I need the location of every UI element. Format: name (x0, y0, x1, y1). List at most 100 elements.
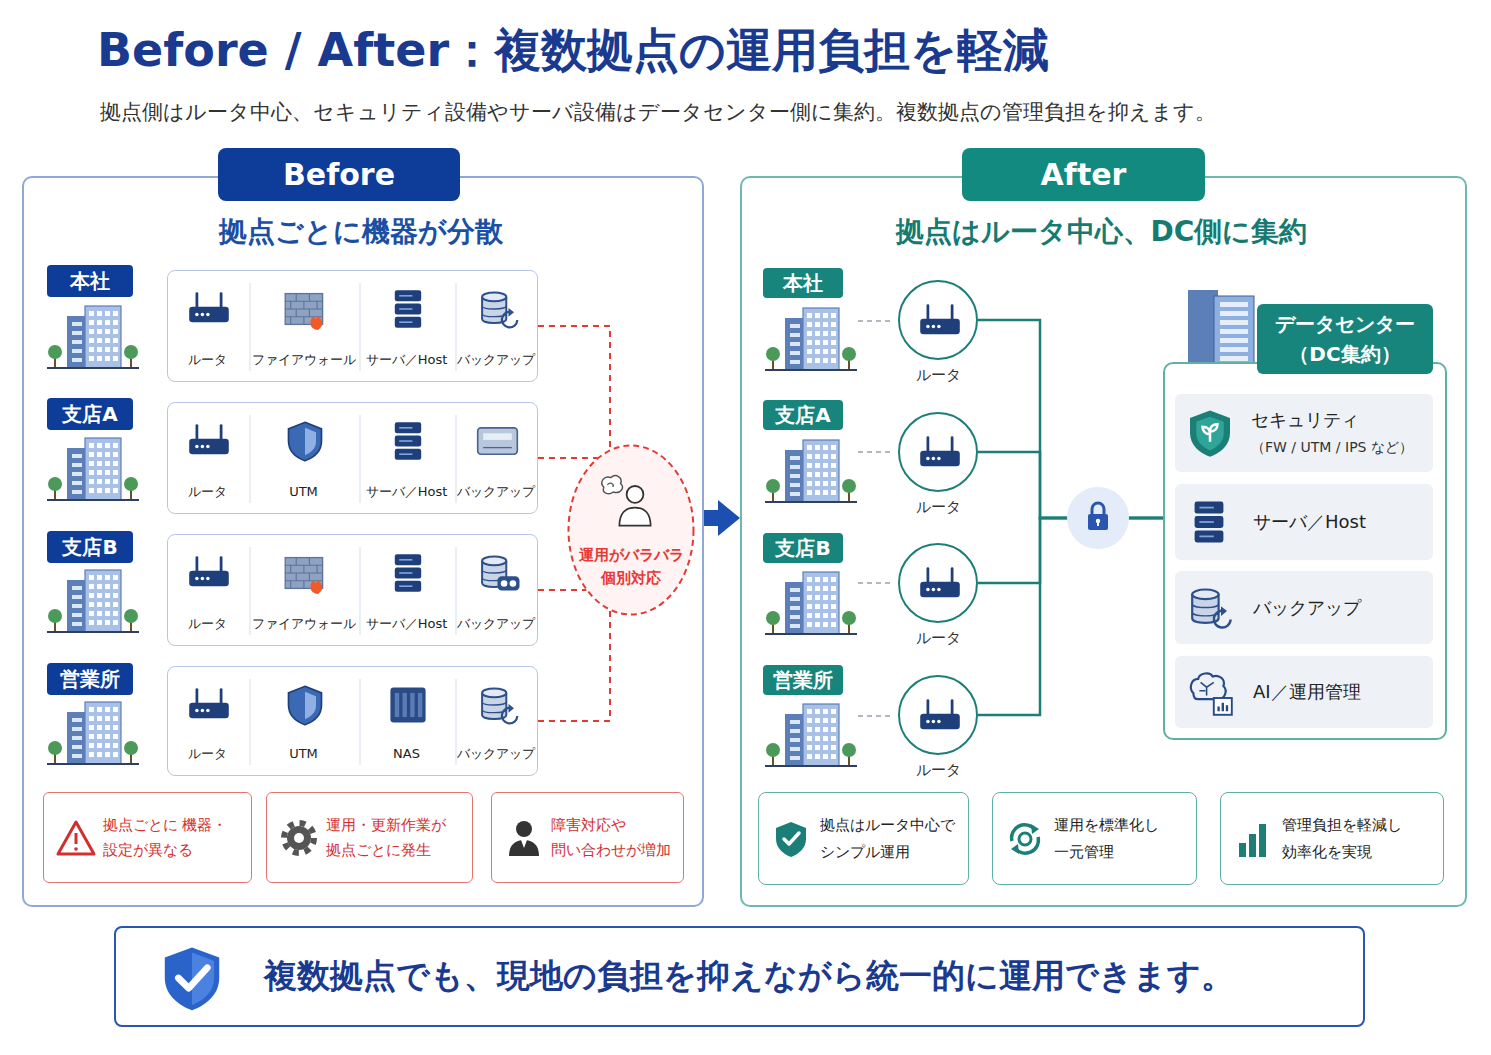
building-icon-part (105, 743, 110, 748)
building-icon-part (790, 474, 800, 478)
router-icon-part (920, 582, 960, 597)
building-icon-part (785, 450, 805, 502)
building-icon-part (47, 631, 139, 633)
bigshield-icon (165, 947, 219, 1010)
building-icon-part (831, 709, 836, 714)
server-icon-part (399, 559, 412, 561)
router-icon-part (201, 313, 205, 317)
building-icon-part (72, 604, 82, 608)
building-icon-part (765, 501, 857, 503)
router-icon-part (932, 457, 936, 461)
building-icon-part (47, 763, 139, 765)
building-icon-part (831, 445, 836, 450)
building-icon-part (113, 752, 118, 757)
building-icon (765, 572, 857, 634)
building-icon-part (815, 736, 820, 741)
building-icon-part (105, 611, 110, 616)
building-icon-part (790, 720, 800, 724)
server-icon-part (1195, 516, 1224, 528)
building-icon-part (807, 622, 812, 627)
building-icon-part (803, 704, 839, 766)
tape-icon (482, 557, 519, 591)
secshield-icon-part (1203, 424, 1218, 442)
router-icon-part (196, 690, 199, 703)
router-icon-part (206, 445, 210, 449)
building-icon-part (113, 575, 118, 580)
building-icon-part (790, 456, 800, 460)
building-icon-part (823, 613, 828, 618)
building-icon-part (803, 440, 839, 502)
building-icon-part (85, 306, 121, 368)
building-icon-part (823, 622, 828, 627)
building-icon-part (97, 452, 102, 457)
node-graphic (1175, 394, 1433, 472)
building-icon-part (815, 604, 820, 609)
before-panel: Before拠点ごとに機器が分散本社ルータファイアウォールサーバ／Hostバック… (22, 176, 704, 907)
building-icon-part (48, 609, 62, 623)
building-icon-part (89, 488, 94, 493)
building-icon-part (89, 443, 94, 448)
site-link (858, 320, 894, 322)
router-icon-part (189, 703, 229, 718)
dc-service: バックアップ (1175, 571, 1433, 644)
building-icon-part (815, 718, 820, 723)
building-icon-part (807, 709, 812, 714)
building-icon-part (97, 575, 102, 580)
network-link (978, 518, 1163, 715)
building-icon-part (823, 604, 828, 609)
building-icon-part (815, 754, 820, 759)
building-icon-part (815, 586, 820, 591)
building-icon-part (113, 593, 118, 598)
brain-icon-part (1199, 682, 1213, 695)
device-label: ルータ (167, 746, 249, 763)
building-icon-part (790, 465, 800, 469)
building-icon-part (113, 725, 118, 730)
building-icon-part (72, 472, 82, 476)
building-icon-part (113, 470, 118, 475)
building-icon-part (823, 472, 828, 477)
dc-service-text: セキュリティ (1251, 408, 1429, 431)
router-icon (920, 701, 960, 730)
gear-icon-part (294, 833, 304, 843)
bars-icon-part (1259, 824, 1266, 857)
brain-icon (1191, 673, 1232, 714)
router-icon-part (196, 558, 199, 571)
backup-icon (482, 689, 517, 724)
building-icon-part (790, 747, 800, 751)
building-icon-part (72, 727, 82, 731)
backup-icon-part (1221, 606, 1227, 616)
building-icon-part (105, 338, 110, 343)
building-icon-part (831, 322, 836, 327)
building-icon (47, 570, 139, 632)
building-icon-part (815, 445, 820, 450)
site-name: 支店B (763, 533, 843, 563)
building-icon-part (105, 443, 110, 448)
checkshield-icon (776, 822, 806, 857)
router-icon-part (220, 558, 223, 571)
device-label: UTM (249, 746, 359, 763)
router-icon-part (195, 577, 199, 581)
cell-divider (360, 547, 361, 635)
building-icon-part (807, 472, 812, 477)
router-icon-part (220, 294, 223, 307)
server-icon-part (395, 554, 421, 565)
node-graphic (900, 414, 980, 494)
node-graphic (492, 793, 685, 884)
dc-service: サーバ／Host (1175, 484, 1433, 560)
building-icon-part (113, 338, 118, 343)
building-icon-part (89, 611, 94, 616)
issue-box: 運用・更新作業が 拠点ごとに発生 (266, 792, 473, 883)
building-icon-part (113, 443, 118, 448)
building-icon-part (105, 479, 110, 484)
building-icon-part (765, 633, 857, 635)
building-icon-part (831, 745, 836, 750)
issue-text: 障害対応や 問い合わせが増加 (551, 813, 680, 863)
building-icon-part (97, 725, 102, 730)
building-icon-part (831, 622, 836, 627)
building-icon-part (105, 356, 110, 361)
sync-icon-part (1019, 833, 1031, 845)
building-icon-part (47, 499, 139, 501)
router-icon-part (920, 319, 960, 334)
server-icon-part (395, 581, 421, 592)
router-circle: ルータ (898, 543, 978, 623)
